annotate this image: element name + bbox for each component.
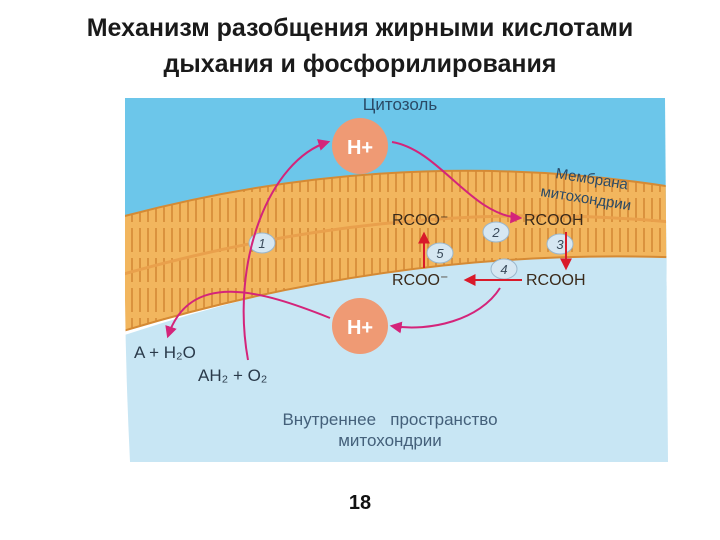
cytosol-label: Цитозоль — [363, 95, 438, 114]
rcoo-lower: RCOO⁻ — [392, 272, 448, 289]
svg-text:5: 5 — [436, 246, 444, 261]
h-plus-ion-bottom: H+ — [332, 298, 388, 354]
svg-text:2: 2 — [491, 225, 500, 240]
page-number: 18 — [0, 492, 720, 515]
h-plus-bottom-text: H+ — [347, 317, 373, 339]
svg-text:1: 1 — [258, 236, 265, 251]
svg-text:3: 3 — [556, 237, 564, 252]
step-marker-2: 2 — [483, 222, 509, 242]
h-plus-top-text: H+ — [347, 137, 373, 159]
step-marker-3: 3 — [547, 234, 573, 254]
step-marker-4: 4 — [491, 259, 517, 279]
inner-space-label-line-2: митохондрии — [338, 431, 442, 450]
h-plus-ion-top: H+ — [332, 118, 388, 174]
rcoo-upper: RCOO⁻ — [392, 212, 448, 229]
rcooh-upper: RCOOH — [524, 212, 584, 229]
product-label: A + H₂O — [134, 343, 196, 362]
rcooh-lower: RCOOH — [526, 272, 586, 289]
inner-space-label-line-1: Внутреннее пространство — [282, 410, 497, 429]
svg-text:4: 4 — [500, 262, 507, 277]
step-marker-5: 5 — [427, 243, 453, 263]
substrate-label: AH₂ + O₂ — [198, 366, 267, 385]
